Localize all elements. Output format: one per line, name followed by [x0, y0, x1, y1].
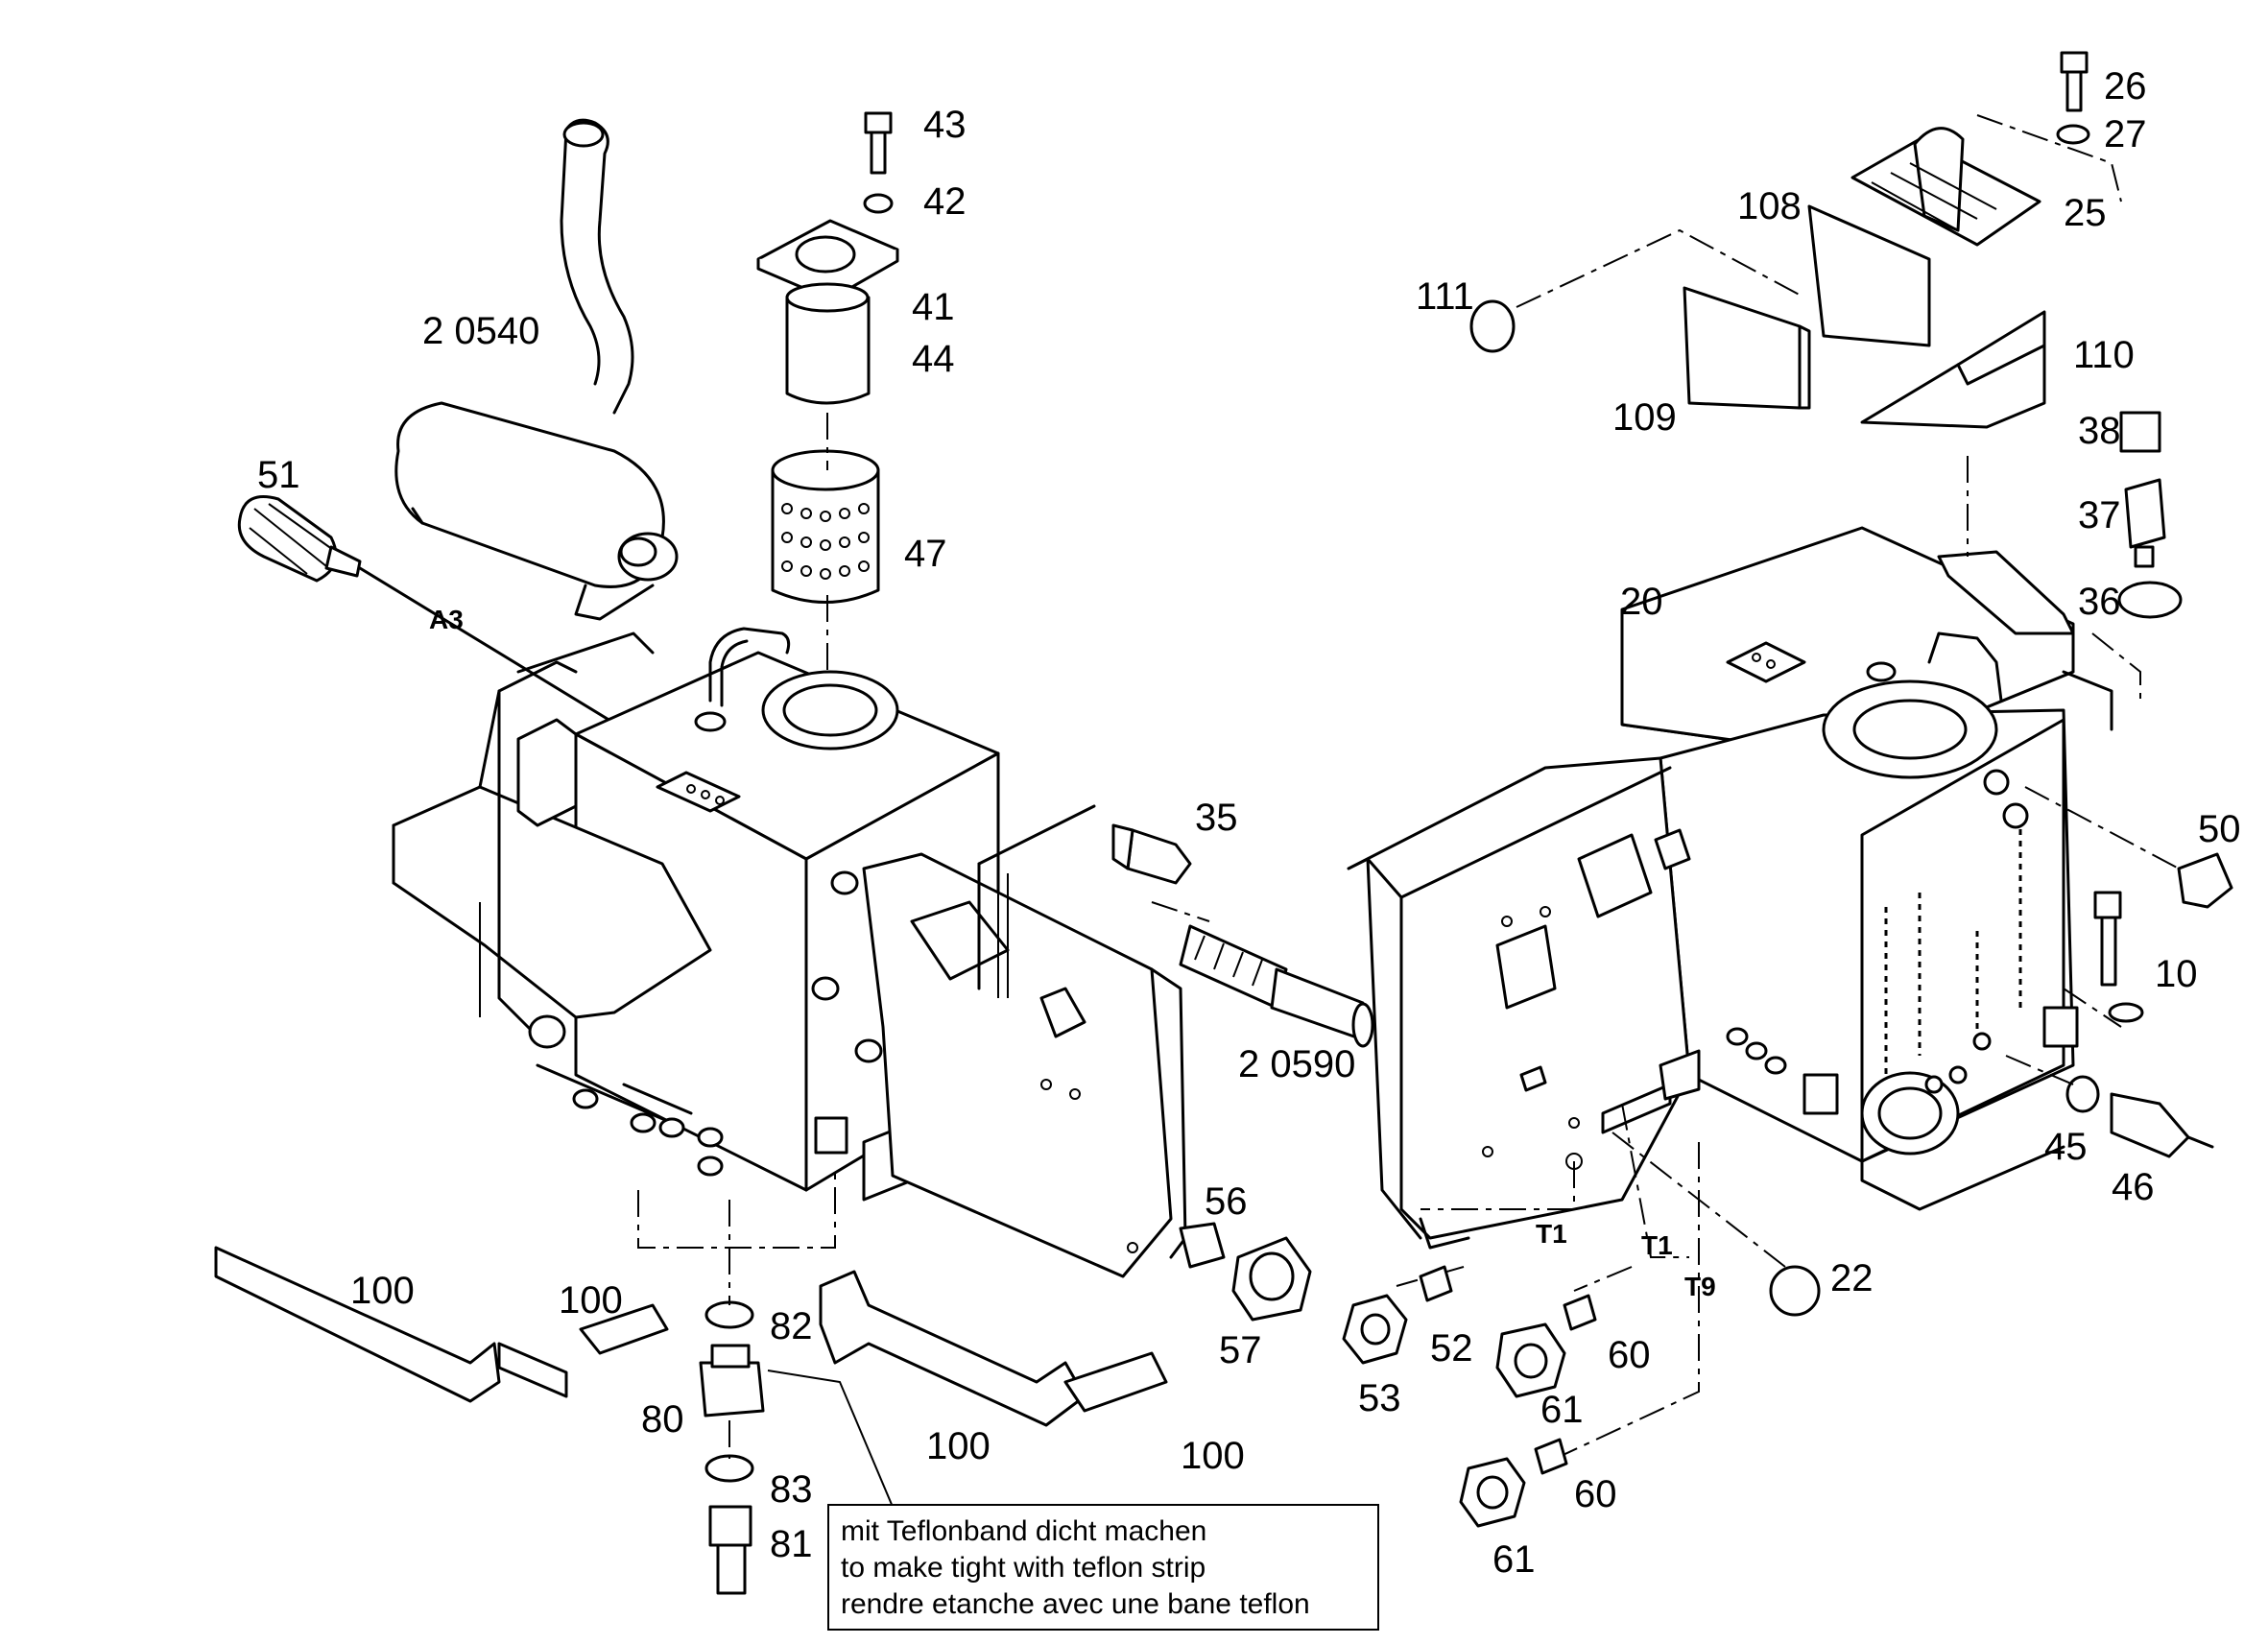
label-43: 43: [923, 104, 967, 146]
label-61-a: 61: [1540, 1389, 1584, 1431]
label-26: 26: [2104, 65, 2147, 107]
label-20: 20: [1620, 581, 1663, 623]
label-46: 46: [2112, 1166, 2155, 1208]
label-10: 10: [2155, 953, 2198, 995]
note-french: rendre etanche avec une bane teflon: [841, 1588, 1310, 1620]
reducer-fittings: [699, 1200, 894, 1595]
label-25: 25: [2064, 192, 2107, 234]
label-83: 83: [770, 1468, 813, 1511]
breather-parts: [2091, 411, 2183, 701]
label-57: 57: [1219, 1329, 1262, 1371]
label-45: 45: [2044, 1126, 2088, 1168]
label-44: 44: [912, 338, 955, 380]
label-t1-b: T1: [1641, 1230, 1673, 1260]
label-41: 41: [912, 286, 955, 328]
label-36: 36: [2078, 581, 2121, 623]
left-tank-assembly: [214, 111, 1374, 1595]
label-108: 108: [1737, 185, 1802, 227]
plug-50: [2024, 786, 2233, 909]
label-2-0590: 2 0590: [1238, 1043, 1355, 1085]
label-27: 27: [2104, 113, 2147, 155]
label-53: 53: [1358, 1377, 1401, 1419]
exhaust-muffler: [394, 118, 679, 621]
label-22: 22: [1830, 1257, 1874, 1299]
hydraulic-tank-right: [1620, 526, 2113, 1211]
label-110: 110: [2073, 334, 2135, 376]
sensor-45-46: [2005, 1055, 2214, 1158]
quick-coupling: [1111, 823, 1374, 1048]
note-german: mit Teflonband dicht machen: [841, 1515, 1207, 1547]
label-82: 82: [770, 1305, 813, 1347]
label-51: 51: [257, 454, 300, 496]
nipple-nut: [1179, 1222, 1312, 1322]
label-100-c: 100: [926, 1425, 991, 1467]
cover-plates: [1683, 204, 2046, 429]
label-47: 47: [904, 533, 947, 575]
label-109: 109: [1612, 396, 1677, 439]
bolt-43: [863, 111, 894, 214]
part-labels: 2 0540 2 0590 A3 43 42 41 44 47 51 35 56…: [257, 65, 2241, 1581]
label-50: 50: [2198, 808, 2241, 850]
bolt-10: [2063, 891, 2144, 1028]
profile-strips: [214, 1246, 1168, 1427]
fittings-right-bottom: [1342, 1103, 1821, 1528]
label-35: 35: [1195, 797, 1238, 839]
side-panel-right: [1347, 756, 1787, 1250]
label-37: 37: [2078, 494, 2121, 536]
label-81: 81: [770, 1523, 813, 1565]
label-80: 80: [641, 1398, 684, 1441]
label-t1-a: T1: [1536, 1219, 1567, 1249]
right-tank-assembly: [1342, 51, 2233, 1528]
assembly-note: mit Teflonband dicht machen to make tigh…: [827, 1504, 1379, 1631]
label-a3: A3: [429, 605, 464, 634]
label-38: 38: [2078, 410, 2121, 452]
label-2-0540: 2 0540: [422, 310, 539, 352]
label-60-b: 60: [1574, 1473, 1617, 1515]
label-111: 111: [1416, 275, 1474, 318]
plug-111: [1469, 299, 1516, 353]
label-52: 52: [1430, 1327, 1473, 1370]
filter-cap: [756, 219, 899, 405]
label-61-b: 61: [1492, 1538, 1536, 1581]
label-56: 56: [1205, 1180, 1248, 1223]
filter-element: [771, 449, 880, 604]
label-100-d: 100: [1181, 1435, 1245, 1477]
bracket-top: [1850, 51, 2122, 247]
label-100-a: 100: [350, 1270, 415, 1312]
label-42: 42: [923, 180, 967, 223]
side-panel-left: [862, 804, 1187, 1278]
label-60-a: 60: [1608, 1334, 1651, 1376]
label-t9: T9: [1684, 1272, 1716, 1301]
label-100-b: 100: [559, 1279, 623, 1322]
note-english: to make tight with teflon strip: [841, 1552, 1206, 1584]
